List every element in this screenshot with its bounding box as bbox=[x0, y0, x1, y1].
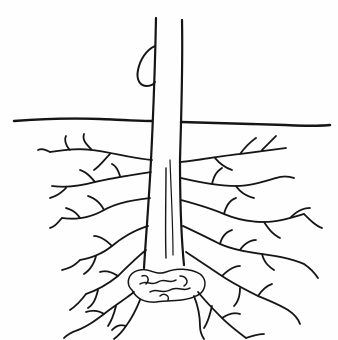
trunk bbox=[144, 18, 184, 268]
roots-right bbox=[181, 136, 322, 339]
roots-left bbox=[38, 134, 152, 339]
branch-stub bbox=[137, 46, 155, 86]
ground-line bbox=[14, 119, 330, 126]
root-ball bbox=[128, 269, 205, 302]
